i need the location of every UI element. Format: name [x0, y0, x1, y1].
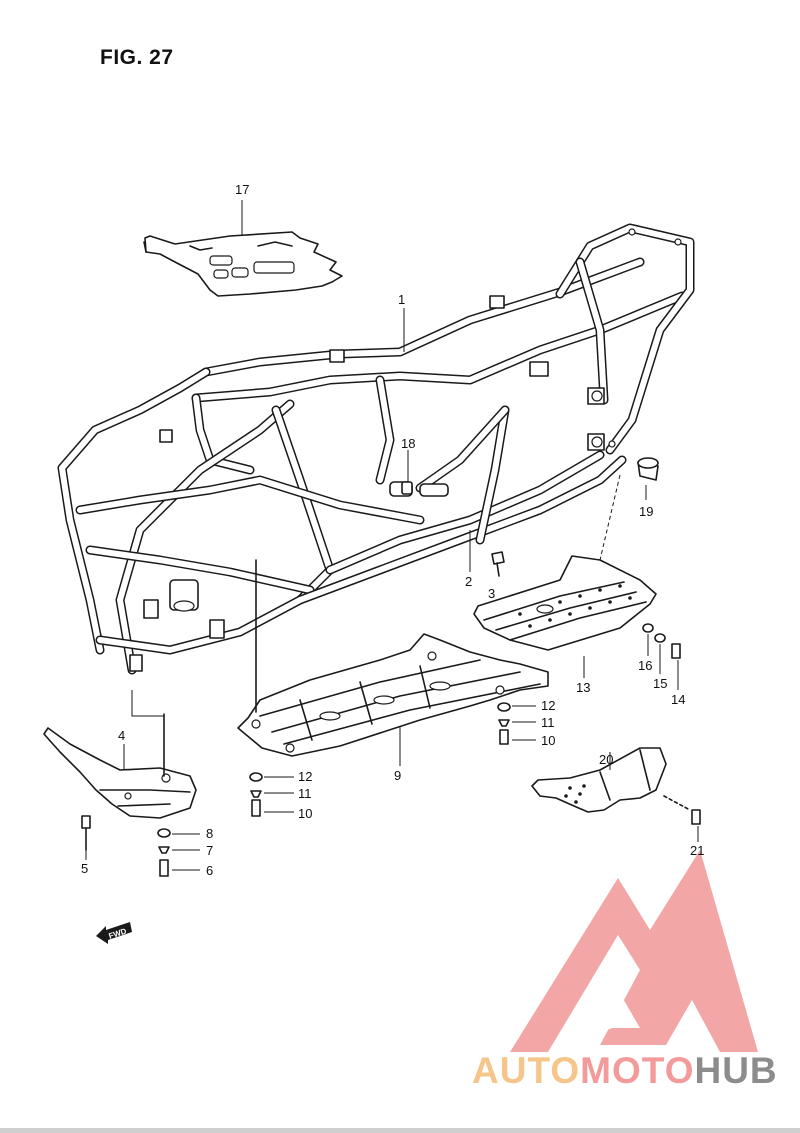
callout-5: 5 — [81, 861, 88, 876]
hardware-14-16 — [642, 623, 681, 659]
watermark-hub: HUB — [694, 1050, 778, 1091]
callout-11-right: 11 — [541, 715, 555, 730]
callout-15: 15 — [653, 676, 667, 691]
part-1-main-frame — [57, 223, 695, 675]
hardware-21-bolt — [663, 795, 701, 825]
hardware-left-stack — [157, 713, 200, 877]
part-19-bushing — [637, 457, 659, 481]
callout-4: 4 — [118, 728, 125, 743]
figure-title: FIG. 27 — [100, 46, 174, 69]
watermark-text: AUTOMOTOHUB — [472, 1050, 778, 1092]
part-18-collar — [401, 481, 413, 495]
callout-3: 3 — [488, 586, 495, 601]
callout-6: 6 — [206, 863, 213, 878]
callout-19: 19 — [639, 504, 653, 519]
watermark-moto: MOTO — [580, 1050, 695, 1091]
callout-10-center: 10 — [298, 806, 312, 821]
callout-14: 14 — [671, 692, 685, 707]
part-3-bolt — [491, 551, 505, 577]
part-17-plate — [143, 231, 343, 297]
callout-7: 7 — [206, 843, 213, 858]
hardware-5-bolt — [81, 815, 91, 851]
part-20-heat-shield — [531, 747, 667, 813]
callout-16: 16 — [638, 658, 652, 673]
callout-20: 20 — [599, 752, 613, 767]
callout-2: 2 — [465, 574, 472, 589]
callout-8: 8 — [206, 826, 213, 841]
callout-18: 18 — [401, 436, 415, 451]
callout-labels: 17 1 18 19 2 3 16 15 14 13 12 11 10 9 12… — [81, 182, 704, 878]
leader-lines — [85, 200, 699, 860]
part-9-main-skid-plate — [237, 633, 549, 757]
callout-13: 13 — [576, 680, 590, 695]
hardware-center-stack — [249, 559, 294, 817]
callout-21: 21 — [690, 843, 704, 858]
callout-1: 1 — [398, 292, 405, 307]
forward-arrow-icon: FWD — [96, 922, 132, 944]
hardware-right-stack — [497, 702, 536, 745]
callout-10-right: 10 — [541, 733, 555, 748]
callout-9: 9 — [394, 768, 401, 783]
callout-12-center: 12 — [298, 769, 312, 784]
watermark-auto: AUTO — [472, 1050, 581, 1091]
callout-11-center: 11 — [298, 786, 312, 801]
bottom-divider — [0, 1128, 800, 1133]
part-13-rear-skid-plate — [473, 555, 657, 651]
watermark-logo — [510, 850, 758, 1052]
callout-12-right: 12 — [541, 698, 555, 713]
callout-17: 17 — [235, 182, 249, 197]
